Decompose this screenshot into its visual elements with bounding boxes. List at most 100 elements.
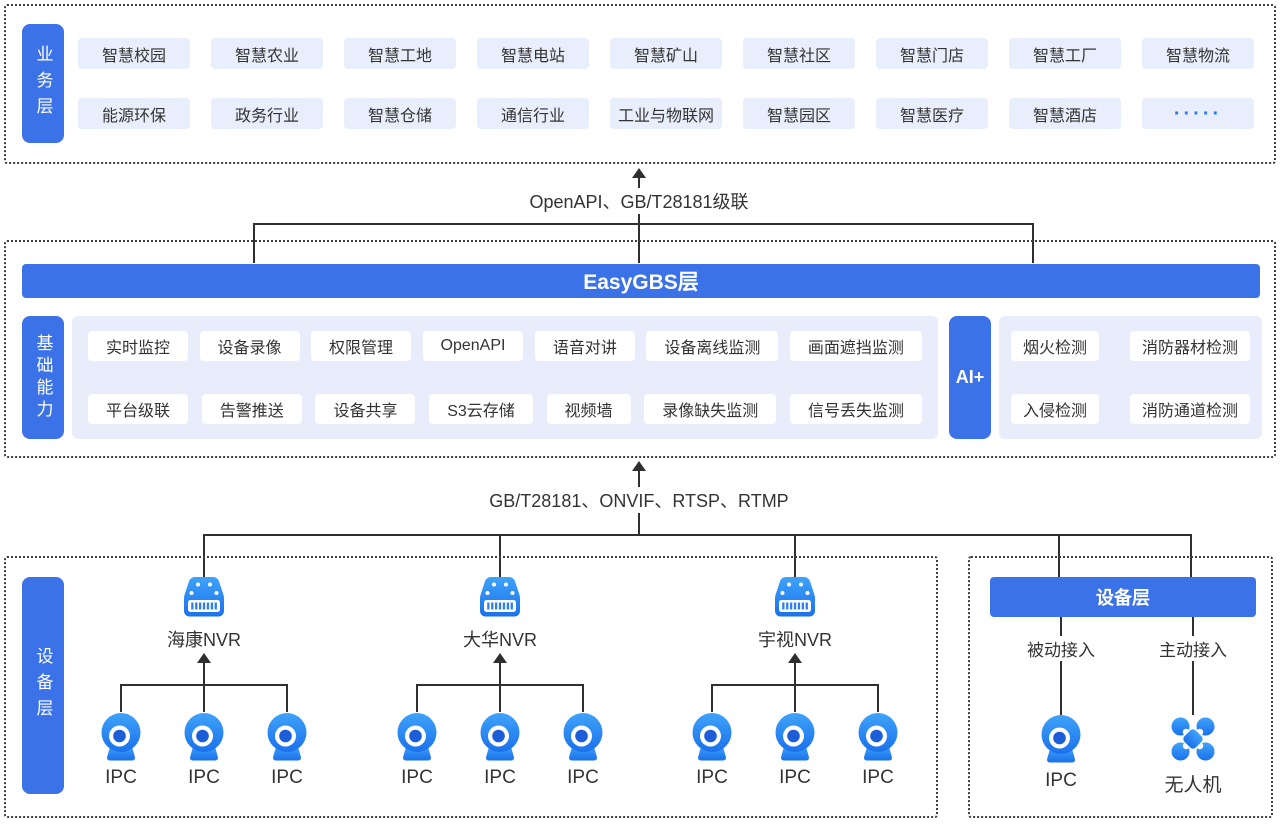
nvr-group: 海康NVR IPC IPC IPC: [84, 565, 324, 817]
up-arrowhead: [197, 653, 211, 663]
business-chip: 智慧酒店: [1009, 98, 1121, 129]
nvr-name: 海康NVR: [166, 630, 241, 650]
connector-line: [1060, 617, 1062, 715]
connector-line: [1032, 223, 1034, 263]
business-chip: 智慧社区: [743, 38, 855, 69]
nvr-icon: [775, 577, 815, 617]
capability-chip: 录像缺失监测: [644, 394, 777, 424]
connector-line: [582, 684, 584, 712]
device-layer-header: 设备层: [990, 577, 1256, 617]
connector-line: [638, 176, 640, 263]
nvr-icon: [184, 577, 224, 617]
business-chip: 智慧农业: [211, 38, 323, 69]
ipc-camera-icon: [563, 713, 603, 761]
capability-chip: 平台级联: [88, 394, 189, 424]
capability-chip: 设备共享: [315, 394, 416, 424]
business-chip: 智慧医疗: [876, 98, 988, 129]
ipc-label: IPC: [779, 767, 811, 788]
business-chip: 政务行业: [211, 98, 323, 129]
ipc-label: IPC: [484, 767, 516, 788]
connector-line: [499, 684, 501, 712]
business-chip: 智慧矿山: [610, 38, 722, 69]
connector-line: [203, 662, 205, 686]
business-layer-label: 业务层: [22, 24, 64, 143]
capability-chip: 告警推送: [201, 394, 302, 424]
ai-plus-label: AI+: [949, 316, 991, 439]
business-chip: 智慧电站: [477, 38, 589, 69]
capability-chip: 设备离线监测: [646, 331, 779, 361]
device-name: 无人机: [1164, 775, 1222, 796]
business-chip: 工业与物联网: [610, 98, 722, 129]
ipc-camera-icon: [858, 713, 898, 761]
business-chip-row-2: 能源环保 政务行业 智慧仓储 通信行业 工业与物联网 智慧园区 智慧医疗 智慧酒…: [78, 98, 1254, 129]
connector-line: [794, 684, 796, 712]
capability-row-1: 实时监控 设备录像 权限管理 OpenAPI 语音对讲 设备离线监测 画面遮挡监…: [88, 331, 922, 361]
ipc-camera-icon: [184, 713, 224, 761]
active-access-label: 主动接入: [1123, 636, 1263, 661]
up-arrowhead: [632, 461, 646, 471]
bottom-protocol-label: GB/T28181、ONVIF、RTSP、RTMP: [439, 487, 839, 513]
nvr-icon: [480, 577, 520, 617]
connector-line: [1192, 617, 1194, 715]
ai-chip: 入侵检测: [1011, 394, 1100, 424]
ai-capability-panel: 烟火检测 消防器材检测 入侵检测 消防通道检测: [999, 316, 1262, 439]
business-chip: 通信行业: [477, 98, 589, 129]
up-arrowhead: [493, 653, 507, 663]
ipc-label: IPC: [271, 767, 303, 788]
connector-line: [203, 684, 205, 712]
capability-chip: 权限管理: [311, 331, 412, 361]
nvr-name: 大华NVR: [462, 630, 537, 650]
business-chip: 智慧门店: [876, 38, 988, 69]
capability-chip: 信号丢失监测: [789, 394, 922, 424]
connector-line: [877, 684, 879, 712]
ai-chip: 消防通道检测: [1129, 394, 1250, 424]
ipc-camera-icon: [692, 713, 732, 761]
ipc-label: IPC: [696, 767, 728, 788]
business-chip: 智慧园区: [743, 98, 855, 129]
device-name: IPC: [1045, 770, 1077, 791]
capability-chip: 画面遮挡监测: [789, 331, 922, 361]
capability-chip: 视频墙: [546, 394, 631, 424]
business-chip-more-dots: ·····: [1142, 98, 1254, 129]
basic-capability-panel: 实时监控 设备录像 权限管理 OpenAPI 语音对讲 设备离线监测 画面遮挡监…: [72, 316, 938, 439]
connector-line: [254, 223, 1034, 225]
basic-capability-label: 基础能力: [22, 316, 64, 439]
up-arrowhead: [788, 653, 802, 663]
connector-line: [499, 662, 501, 686]
easygbs-bar: EasyGBS层: [22, 264, 1260, 298]
connector-line: [253, 223, 255, 263]
up-arrowhead: [632, 168, 646, 178]
ipc-label: IPC: [188, 767, 220, 788]
ipc-label: IPC: [105, 767, 137, 788]
connector-line: [711, 684, 713, 712]
nvr-group: 宇视NVR IPC IPC IPC: [675, 565, 915, 817]
device-layer-box: 设备层: [4, 556, 938, 818]
ipc-label: IPC: [862, 767, 894, 788]
device-layer-right-box: 设备层 被动接入 主动接入 IPC 无人机: [968, 556, 1273, 818]
ai-row-2: 入侵检测 消防通道检测: [1011, 394, 1250, 424]
business-layer-box: 业务层 智慧校园 智慧农业 智慧工地 智慧电站 智慧矿山 智慧社区 智慧门店 智…: [4, 4, 1276, 164]
capability-chip: 设备录像: [199, 331, 300, 361]
nvr-group: 大华NVR IPC IPC IPC: [380, 565, 620, 817]
connector-line: [286, 684, 288, 712]
ipc-label: IPC: [567, 767, 599, 788]
device-layer-label: 设备层: [22, 577, 64, 794]
business-chip: 智慧校园: [78, 38, 190, 69]
business-chip-row-1: 智慧校园 智慧农业 智慧工地 智慧电站 智慧矿山 智慧社区 智慧门店 智慧工厂 …: [78, 38, 1254, 69]
ai-chip: 消防器材检测: [1129, 331, 1250, 361]
business-chip: 能源环保: [78, 98, 190, 129]
business-chip: 智慧工厂: [1009, 38, 1121, 69]
ai-chip: 烟火检测: [1011, 331, 1100, 361]
capability-row-2: 平台级联 告警推送 设备共享 S3云存储 视频墙 录像缺失监测 信号丢失监测: [88, 394, 922, 424]
ipc-camera-icon: [775, 713, 815, 761]
connector-line: [794, 662, 796, 686]
ai-row-1: 烟火检测 消防器材检测: [1011, 331, 1250, 361]
ipc-camera-icon: [101, 713, 141, 761]
top-protocol-label: OpenAPI、GB/T28181级联: [439, 188, 839, 214]
capability-chip: 实时监控: [88, 331, 189, 361]
business-chip: 智慧物流: [1142, 38, 1254, 69]
ipc-camera-icon: [397, 713, 437, 761]
business-chip: 智慧工地: [344, 38, 456, 69]
ipc-camera-icon: [1041, 715, 1081, 763]
